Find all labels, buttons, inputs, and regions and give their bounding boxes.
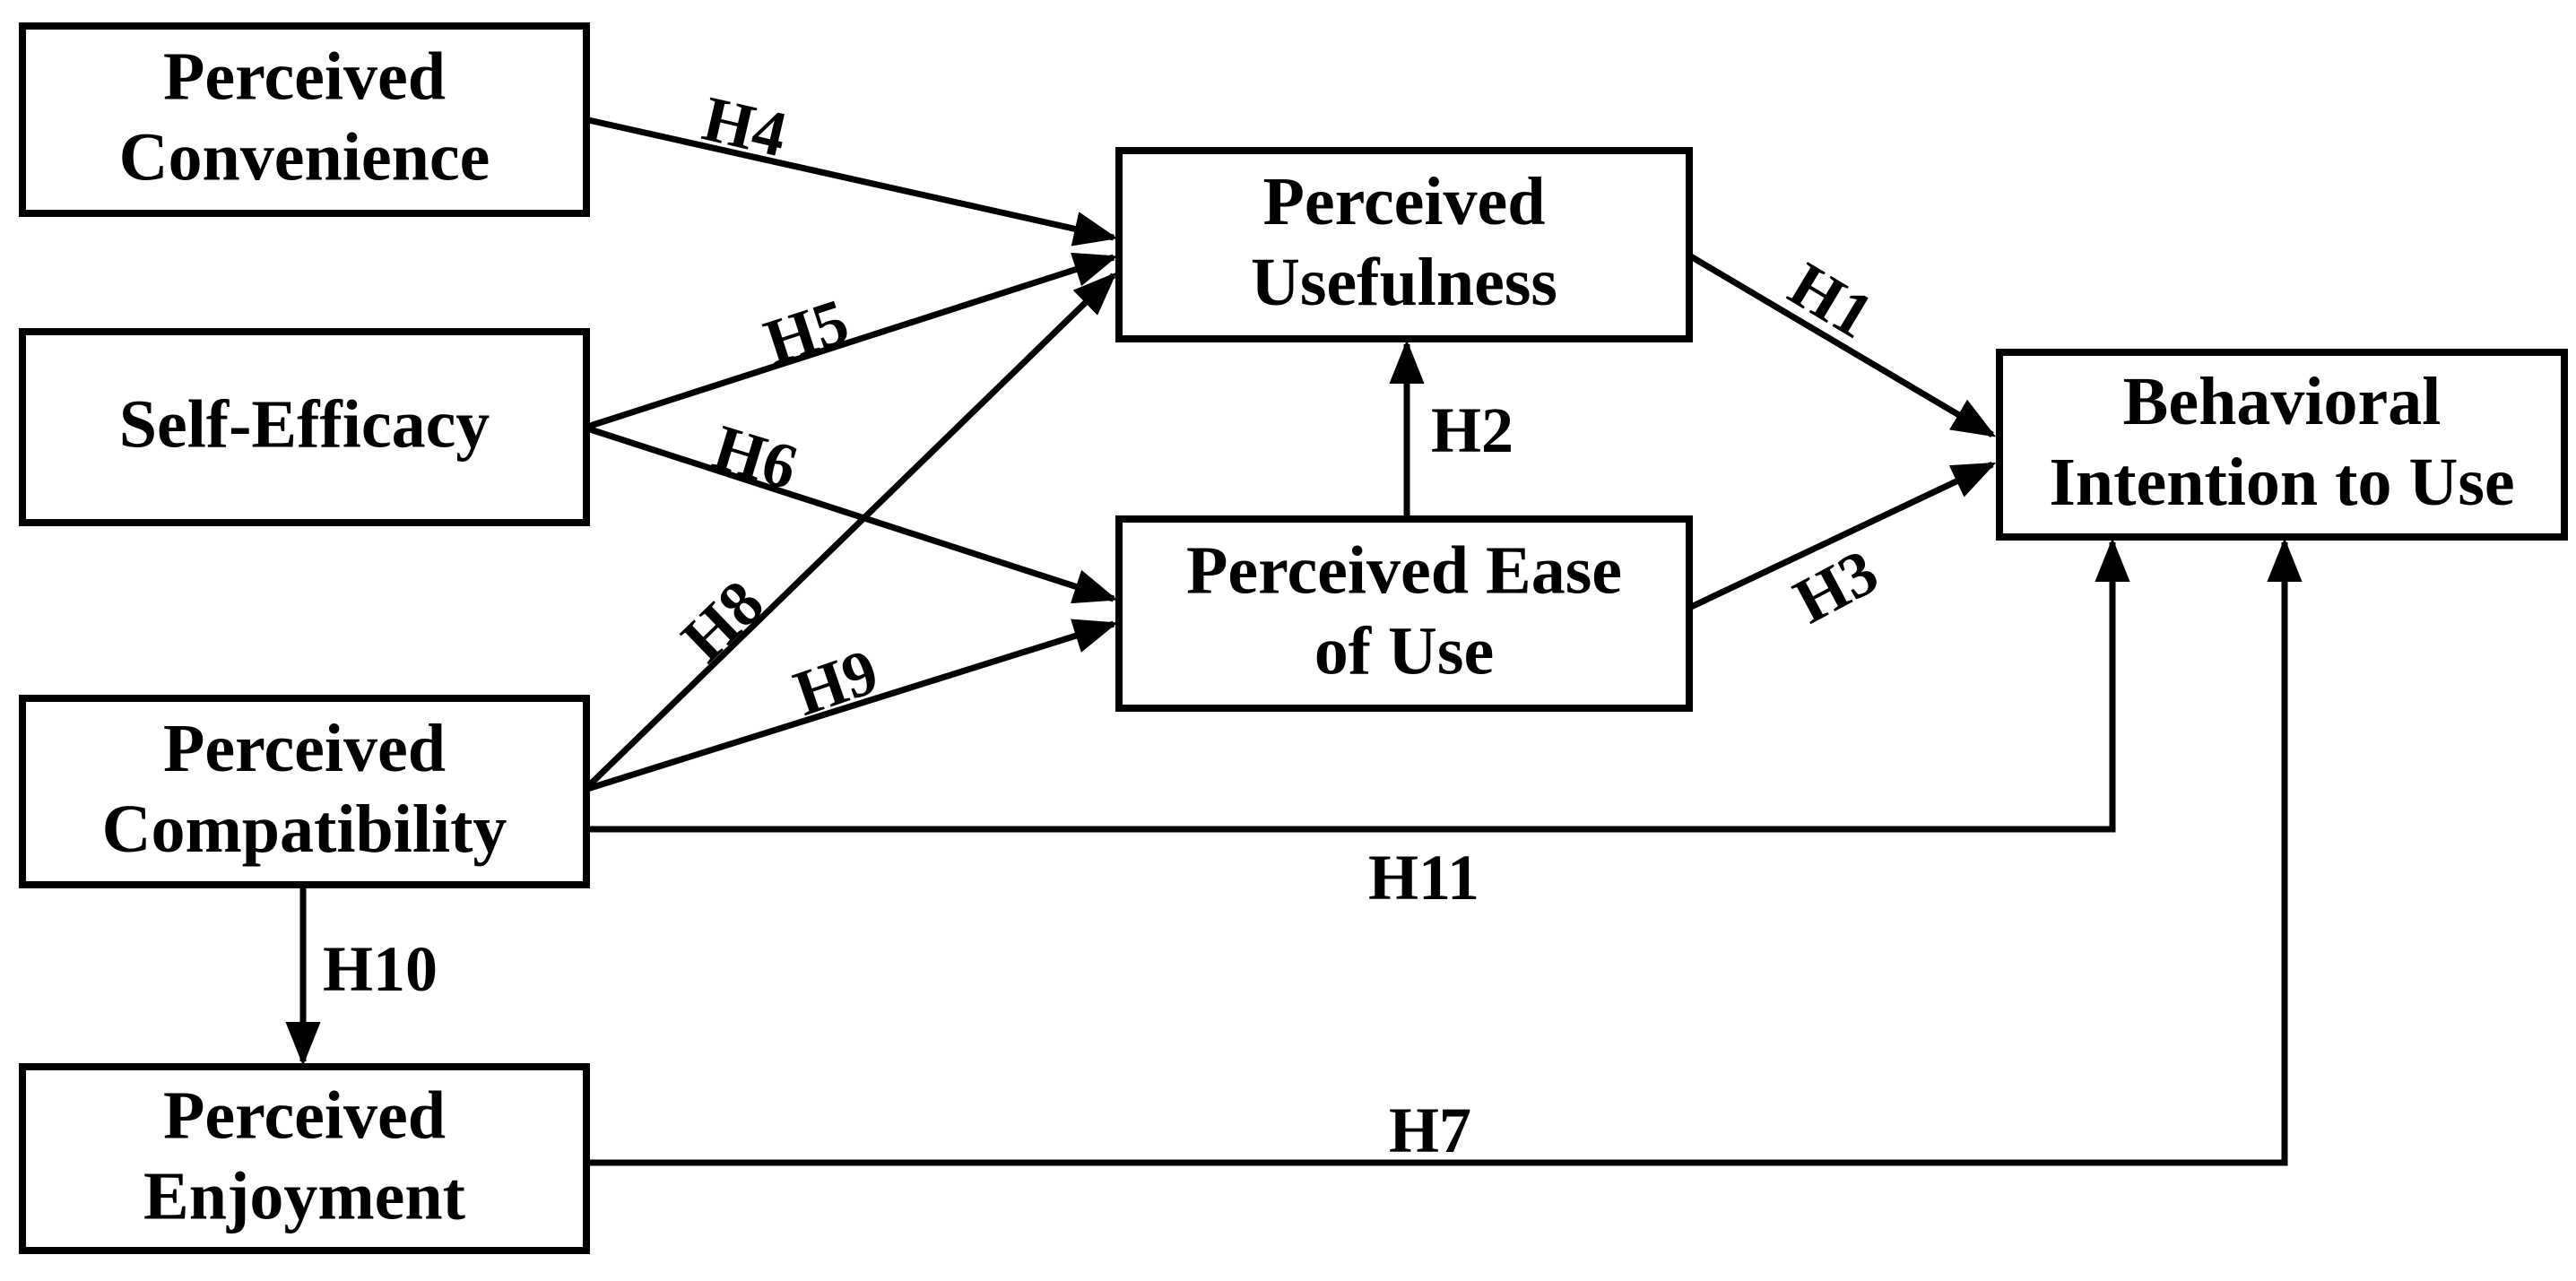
edge-h7-line bbox=[585, 538, 2303, 1166]
perceived-convenience-label-line: Perceived bbox=[163, 39, 446, 115]
perceived-enjoyment-box bbox=[19, 1063, 590, 1254]
edge-h4-line bbox=[584, 116, 1118, 247]
node-self-efficacy: Self-Efficacy bbox=[19, 328, 590, 526]
perceived-enjoyment-label-line: Perceived bbox=[163, 1078, 446, 1154]
edge-h8-label: H8 bbox=[668, 567, 777, 675]
perceived-ease-of-use-label-line: Perceived Ease bbox=[1186, 533, 1622, 609]
perceived-usefulness-box bbox=[1115, 147, 1693, 342]
perceived-compatibility-label-line: Compatibility bbox=[102, 792, 507, 867]
perceived-convenience-box bbox=[19, 22, 590, 217]
edges-layer bbox=[285, 116, 2303, 1166]
edge-h9-line bbox=[583, 619, 1118, 793]
behavioral-intention-label-line: Intention to Use bbox=[2049, 445, 2514, 520]
edge-h11-line bbox=[585, 538, 2130, 833]
self-efficacy-box bbox=[19, 328, 590, 526]
edge-h5-line bbox=[583, 252, 1118, 431]
perceived-convenience-label-line: Convenience bbox=[119, 120, 490, 195]
behavioral-intention-label-line: Behavioral bbox=[2123, 364, 2442, 439]
perceived-compatibility-label-line: Perceived bbox=[163, 711, 446, 786]
edge-h11-label: H11 bbox=[1368, 842, 1479, 913]
self-efficacy-label-line: Self-Efficacy bbox=[119, 387, 490, 463]
perceived-usefulness-label-line: Perceived bbox=[1262, 164, 1545, 239]
perceived-ease-of-use-box bbox=[1115, 515, 1693, 712]
edge-h6-line bbox=[583, 424, 1118, 604]
edge-h7-label: H7 bbox=[1389, 1095, 1471, 1166]
perceived-usefulness-label-line: Usefulness bbox=[1251, 245, 1557, 320]
edge-h9-label: H9 bbox=[785, 635, 887, 730]
edge-h3-label: H3 bbox=[1782, 535, 1889, 637]
edge-h1-line bbox=[1687, 252, 1997, 438]
edge-h1-label: H1 bbox=[1777, 248, 1885, 352]
self-efficacy-label: Self-Efficacy bbox=[119, 387, 490, 463]
perceived-ease-of-use-label-line: of Use bbox=[1314, 614, 1495, 689]
edge-h6-label: H6 bbox=[706, 411, 805, 503]
perceived-enjoyment-label-line: Enjoyment bbox=[143, 1159, 465, 1234]
edge-h8-line bbox=[582, 272, 1117, 792]
perceived-compatibility-box bbox=[19, 695, 590, 888]
behavioral-intention-box bbox=[1996, 349, 2568, 541]
edge-h10-label: H10 bbox=[323, 933, 438, 1005]
edge-h2-label: H2 bbox=[1431, 394, 1514, 466]
edge-h4-label: H4 bbox=[697, 82, 794, 171]
edge-h3-line bbox=[1687, 461, 1997, 611]
